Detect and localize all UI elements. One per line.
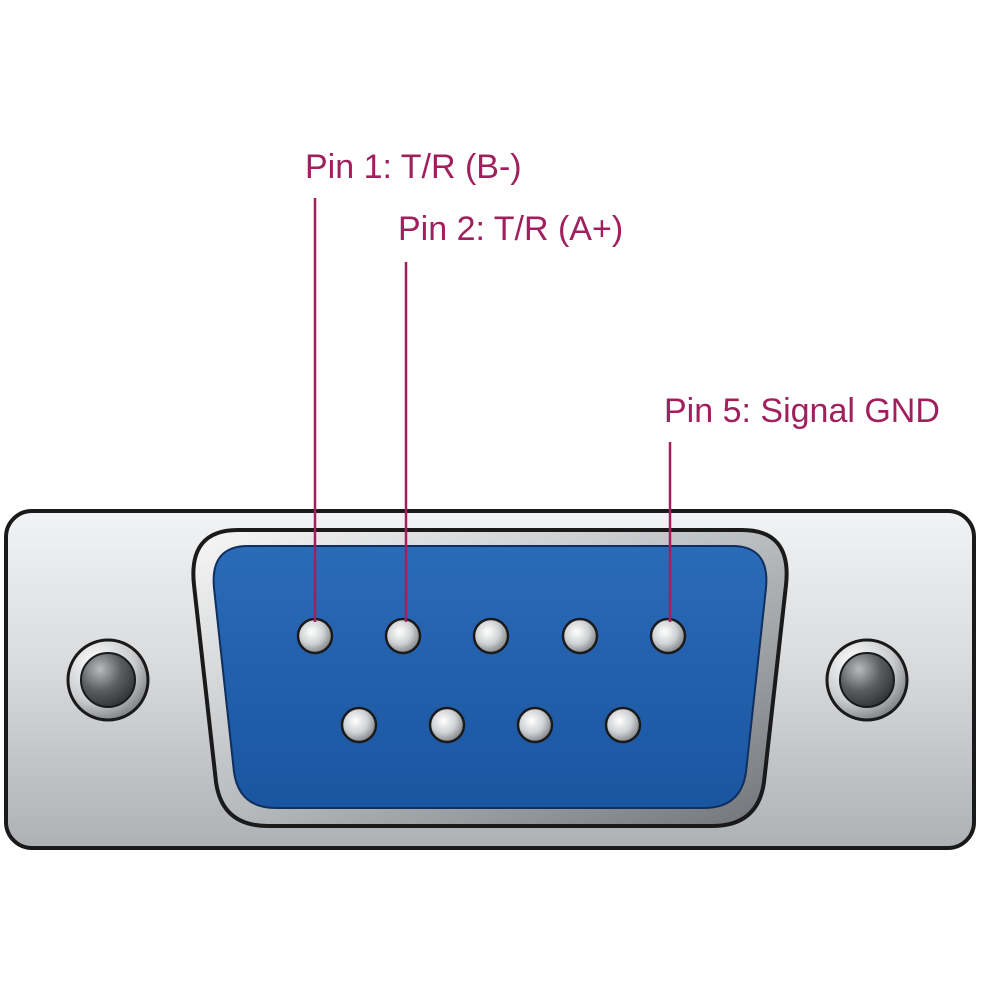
- pin-row-top: [296, 617, 687, 655]
- right-mounting-screw: [825, 638, 909, 722]
- pin-insulator: [212, 545, 768, 809]
- pin-1: [296, 617, 334, 655]
- pin-4: [561, 617, 599, 655]
- pin-5: [649, 617, 687, 655]
- pin-2: [384, 617, 422, 655]
- pin-6: [340, 706, 378, 744]
- pin-5-label: Pin 5: Signal GND: [664, 392, 940, 430]
- pin-1-label: Pin 1: T/R (B-): [305, 148, 522, 186]
- pin-9: [604, 706, 642, 744]
- pin-row-bottom: [340, 706, 642, 744]
- pin-3: [472, 617, 510, 655]
- pin-7: [428, 706, 466, 744]
- left-mounting-screw: [66, 638, 150, 722]
- pin-8: [516, 706, 554, 744]
- pin-2-label: Pin 2: T/R (A+): [398, 210, 623, 248]
